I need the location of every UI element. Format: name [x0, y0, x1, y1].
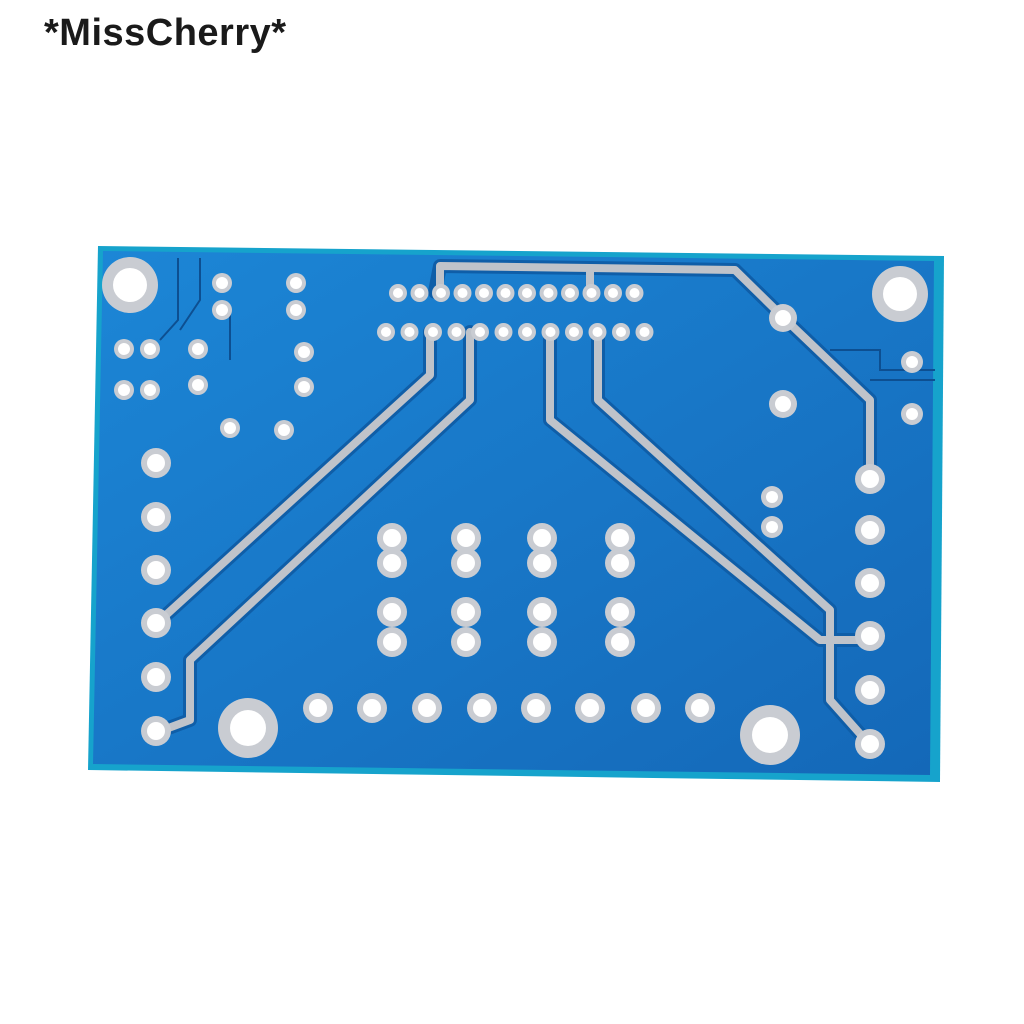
pad-hole	[498, 327, 509, 337]
thin-traces	[159, 258, 935, 381]
pad-hole	[414, 288, 425, 298]
pad-hole	[766, 491, 778, 503]
pad-hole	[527, 699, 545, 717]
pad-hole	[436, 288, 446, 298]
pad-hole	[611, 554, 629, 572]
pad-hole	[766, 521, 778, 533]
pad-hole	[611, 603, 629, 621]
pad-hole	[569, 327, 579, 337]
pad-hole	[629, 288, 640, 298]
pad-hole	[383, 529, 401, 547]
pad-hole	[533, 633, 551, 651]
pad-hole	[906, 408, 918, 420]
pad-hole	[224, 422, 236, 434]
pad-hole	[861, 521, 879, 539]
pad-hole	[383, 633, 401, 651]
pad-hole	[533, 554, 551, 572]
pad-hole	[144, 343, 156, 355]
pad-hole	[586, 288, 597, 298]
pad-hole	[545, 327, 556, 337]
pad-hole	[118, 343, 130, 355]
pad-hole	[906, 356, 918, 368]
pad-hole	[192, 379, 204, 391]
pad-hole	[363, 699, 381, 717]
pad-hole	[479, 288, 489, 298]
pad-hole	[457, 288, 468, 298]
pad-hole	[522, 288, 532, 298]
pad-hole	[147, 508, 165, 526]
pad-hole	[147, 561, 165, 579]
pad-hole	[637, 699, 655, 717]
pad-hole	[475, 327, 485, 337]
pad-hole	[861, 627, 879, 645]
pad-hole	[216, 304, 228, 316]
pad-hole	[418, 699, 436, 717]
pad-hole	[404, 327, 415, 337]
pad-hole	[616, 327, 626, 337]
pad-hole	[639, 327, 650, 337]
pcb-board-surface	[93, 251, 934, 775]
pad-hole	[775, 396, 791, 412]
pad-hole	[457, 603, 475, 621]
pad-hole	[451, 327, 462, 337]
pad-hole	[298, 346, 310, 358]
solder-pads	[114, 273, 923, 759]
pad-hole	[861, 735, 879, 753]
pad-hole	[861, 681, 879, 699]
pad-hole	[581, 699, 599, 717]
pad-hole	[147, 722, 165, 740]
pad-hole	[533, 603, 551, 621]
pad-hole	[290, 277, 302, 289]
pad-hole	[192, 343, 204, 355]
pad-hole	[543, 288, 554, 298]
pad-hole	[500, 288, 511, 298]
pad-hole	[473, 699, 491, 717]
pad-hole	[393, 288, 403, 298]
pad-hole	[533, 529, 551, 547]
pad-hole	[147, 454, 165, 472]
pad-hole	[861, 470, 879, 488]
pad-hole	[608, 288, 618, 298]
pad-hole	[522, 327, 532, 337]
pad-hole	[383, 554, 401, 572]
pad-hole	[428, 327, 438, 337]
pad-hole	[147, 614, 165, 632]
pad-hole	[592, 327, 603, 337]
copper-traces	[151, 262, 874, 749]
pad-hole	[861, 574, 879, 592]
pad-hole	[290, 304, 302, 316]
pad-hole	[118, 384, 130, 396]
pad-hole	[381, 327, 391, 337]
pad-hole	[278, 424, 290, 436]
pad-hole	[775, 310, 791, 326]
pad-hole	[691, 699, 709, 717]
pad-hole	[298, 381, 310, 393]
brand-watermark: *MissCherry*	[44, 12, 287, 54]
pad-hole	[309, 699, 327, 717]
pad-hole	[457, 529, 475, 547]
mounting-holes	[102, 257, 928, 765]
pad-hole	[216, 277, 228, 289]
pad-hole	[147, 668, 165, 686]
pad-hole	[565, 288, 575, 298]
pad-hole	[611, 529, 629, 547]
pad-hole	[611, 633, 629, 651]
pad-hole	[457, 554, 475, 572]
pad-hole	[144, 384, 156, 396]
pad-hole	[457, 633, 475, 651]
pad-hole	[383, 603, 401, 621]
